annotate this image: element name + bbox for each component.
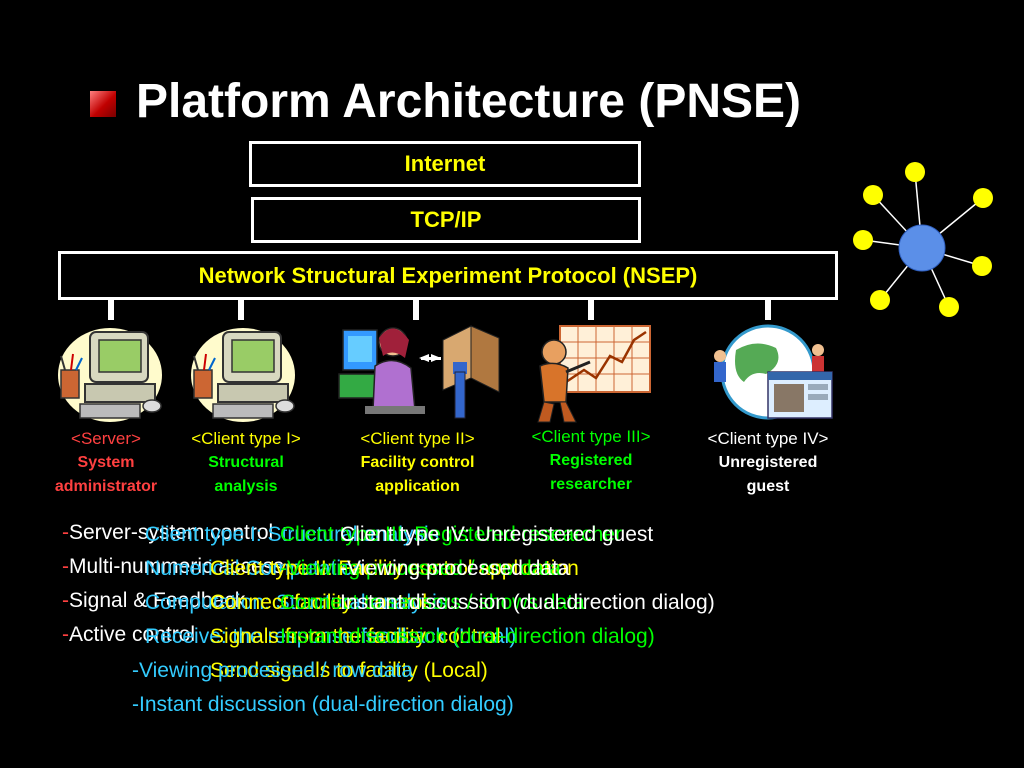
client1-detail-layer: Client type I: Structural analysis Numer… xyxy=(145,518,516,654)
server-detail-layer: -Server-system control -Multi-nummeric a… xyxy=(62,521,284,646)
nsep-box: Network Structural Experiment Protocol (… xyxy=(58,251,838,300)
connector-client2 xyxy=(413,298,419,320)
server-desc-line2: administrator xyxy=(54,478,158,495)
client1-detail-line: Computation: Structural analysis xyxy=(145,591,448,614)
client4-detail-line: -Viewing processed data xyxy=(340,557,570,580)
server-desc-line1: System xyxy=(77,454,135,471)
client4-desc-line1: Unregistered xyxy=(718,454,818,471)
client3-detail-line: -Viewing processed / row data xyxy=(280,557,561,580)
client4-detail-line: Instant discussion (dual-direction dialo… xyxy=(340,591,715,614)
server-detail-line: Multi-nummeric access xyxy=(69,555,284,578)
client4-desc-line2: guest xyxy=(746,478,790,495)
network-star-icon xyxy=(853,162,993,317)
server-computer-icon xyxy=(58,328,162,422)
server-detail-line: Active control xyxy=(69,623,196,646)
client1-detail-line: Receive: the response-feedback (Local) xyxy=(145,625,517,648)
client3-detail-layer: Client type III: Registered researcher -… xyxy=(280,518,655,654)
client2-desc-line1: Facility control xyxy=(360,454,475,471)
server-detail-line: Signal & Feedback xyxy=(69,589,246,612)
client4-viewing-line: -Viewing processed / row data xyxy=(132,659,413,682)
client2-detail-line: Client type II: Facility control applica… xyxy=(210,557,579,580)
client4-label-block: <Client type IV> Unregistered guest xyxy=(678,427,858,499)
client1-detail-line: Numerical Computation xyxy=(145,557,365,580)
client2-detail-layer: Client type II: Facility control applica… xyxy=(210,552,579,688)
client1-desc-line1: Structural xyxy=(208,454,284,471)
client2-label-block: <Client type II> Facility control applic… xyxy=(330,427,505,499)
client3-type-label: <Client type III> xyxy=(531,427,651,446)
client3-desc-line2: researcher xyxy=(550,476,632,493)
client2-detail-line: Signals from the facility: control xyxy=(210,625,501,648)
client1-desc-line2: analysis xyxy=(214,478,278,495)
tcpip-box: TCP/IP xyxy=(251,197,641,243)
client2-type-label: <Client type II> xyxy=(360,429,475,448)
connector-client3 xyxy=(588,298,594,320)
client2-detail-line: Connect facility: control xyxy=(210,591,428,614)
client2-desc-line2: application xyxy=(375,478,460,495)
client4-detail-layer: Client type IV: Unregistered guest -View… xyxy=(340,518,715,620)
client3-detail-line: Connect to sensors / shows data xyxy=(280,591,585,614)
server-detail-line: Server-system control xyxy=(69,521,274,544)
client1-label-block: <Client type I> Structural analysis xyxy=(160,427,332,499)
client3-detail-line: Client type III: Registered researcher xyxy=(280,523,622,546)
page-title: Platform Architecture (PNSE) xyxy=(136,75,802,128)
client3-detail-line: Instant discussion (dual-direction dialo… xyxy=(280,625,655,648)
server-label-block: <Server> System administrator xyxy=(20,427,192,499)
client3-desc-line1: Registered xyxy=(549,452,633,469)
internet-box: Internet xyxy=(249,141,641,187)
client1-detail-line: Client type I: Structural analysis xyxy=(145,523,440,546)
client4-viewing-layer: -Viewing processed / row data -Instant d… xyxy=(132,654,514,722)
connector-server xyxy=(108,298,114,320)
title-bullet xyxy=(90,91,116,117)
client4-type-label: <Client type IV> xyxy=(707,429,829,448)
client4-globe-icon xyxy=(714,324,833,420)
client3-label-block: <Client type III> Registered researcher xyxy=(500,425,682,497)
client2-facility-icon xyxy=(338,325,500,419)
client4-discussion-line: -Instant discussion (dual-direction dial… xyxy=(132,693,514,716)
client1-type-label: <Client type I> xyxy=(191,429,301,448)
server-type-label: <Server> xyxy=(71,429,141,448)
client1-computer-icon xyxy=(191,328,295,422)
client3-researcher-icon xyxy=(537,325,651,423)
client2-detail-line: Send signals to facility (Local) xyxy=(210,659,488,682)
connector-client4 xyxy=(765,298,771,320)
client4-detail-line: Client type IV: Unregistered guest xyxy=(340,523,654,546)
connector-client1 xyxy=(238,298,244,320)
